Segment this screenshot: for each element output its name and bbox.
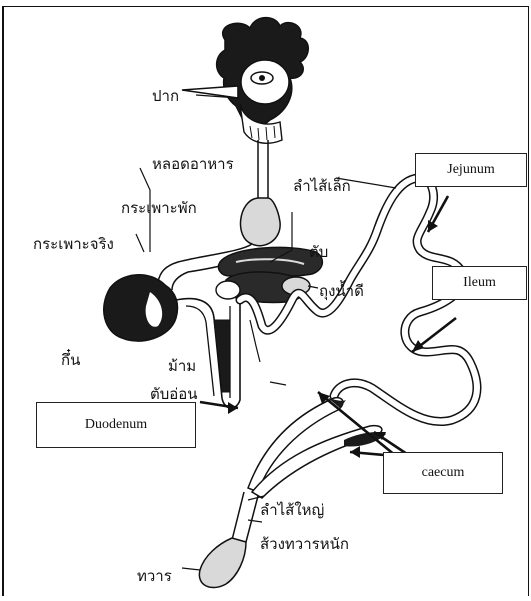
label-mouth: ปาก [152,84,179,108]
gizzard-shape [104,275,178,341]
label-crop: กระเพาะพัก [121,196,197,220]
label-small-intestine: ลำไส้เล็ก [293,174,351,198]
label-rectum: ส้วงทวารหนัก [260,532,349,556]
esophagus-tube [258,140,268,205]
label-esophagus: หลอดอาหาร [152,152,234,176]
label-gizzard: กึ๋น [61,348,80,372]
rectum-shape [199,538,246,588]
crop-shape [241,198,281,246]
label-proventriculus: กระเพาะจริง [33,232,114,256]
caecum-shape [248,398,386,498]
label-anus: ทวาร [137,564,172,588]
label-large-intestine: ลำไส้ใหญ่ [260,498,324,522]
box-caecum: caecum [383,452,503,494]
box-duodenum: Duodenum [36,402,196,448]
spleen-shape [216,281,240,299]
label-spleen: ม้าม [168,354,196,378]
box-jejunum: Jejunum [415,153,527,187]
box-ileum: Ileum [432,266,527,300]
pancreas-shape [214,320,230,392]
large-intestine-tube [232,492,258,542]
chicken-head [182,18,308,144]
label-liver: ตับ [309,240,328,264]
label-gallbladder: ถุงน้ำดี [319,279,364,303]
